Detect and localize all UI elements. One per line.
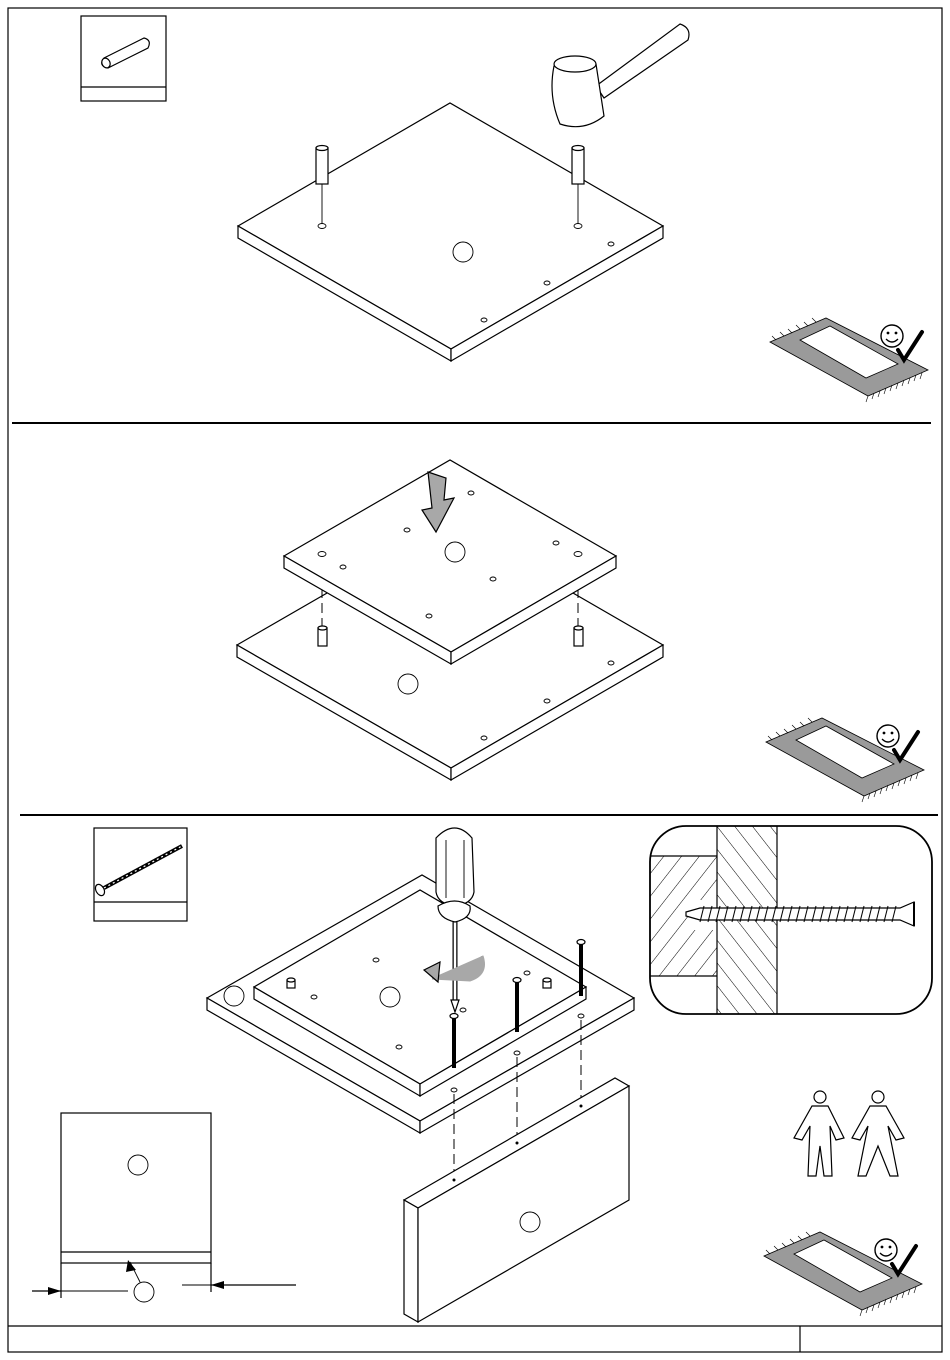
part-number-circle [128,1155,148,1175]
screw-cross-section-detail [650,826,932,1014]
panel [238,103,663,361]
step-1 [81,16,928,402]
two-person-icon [794,1091,904,1176]
part-number-circle [134,1282,154,1302]
step-3 [32,826,932,1322]
part-number-circle [380,987,400,1007]
dowel-icon [543,978,551,988]
part-number-circle [520,1212,540,1232]
part-number-circle [445,542,465,562]
protective-mat-icon [770,318,928,402]
dowel-icon [287,978,295,988]
front-view-panel [32,1113,296,1302]
screw-icon [94,846,182,897]
part-number-circle [224,986,244,1006]
protective-mat-icon [766,718,924,802]
dowel-icon [100,38,149,69]
part-number-circle [453,242,473,262]
mallet-icon [552,24,689,127]
dowel-icon [574,626,583,646]
dowel-part-box [81,16,166,101]
step-2 [237,460,924,802]
part-number-circle [398,674,418,694]
protective-mat-icon [764,1232,922,1316]
dowel-icon [318,626,327,646]
screw-part-box [94,828,187,921]
